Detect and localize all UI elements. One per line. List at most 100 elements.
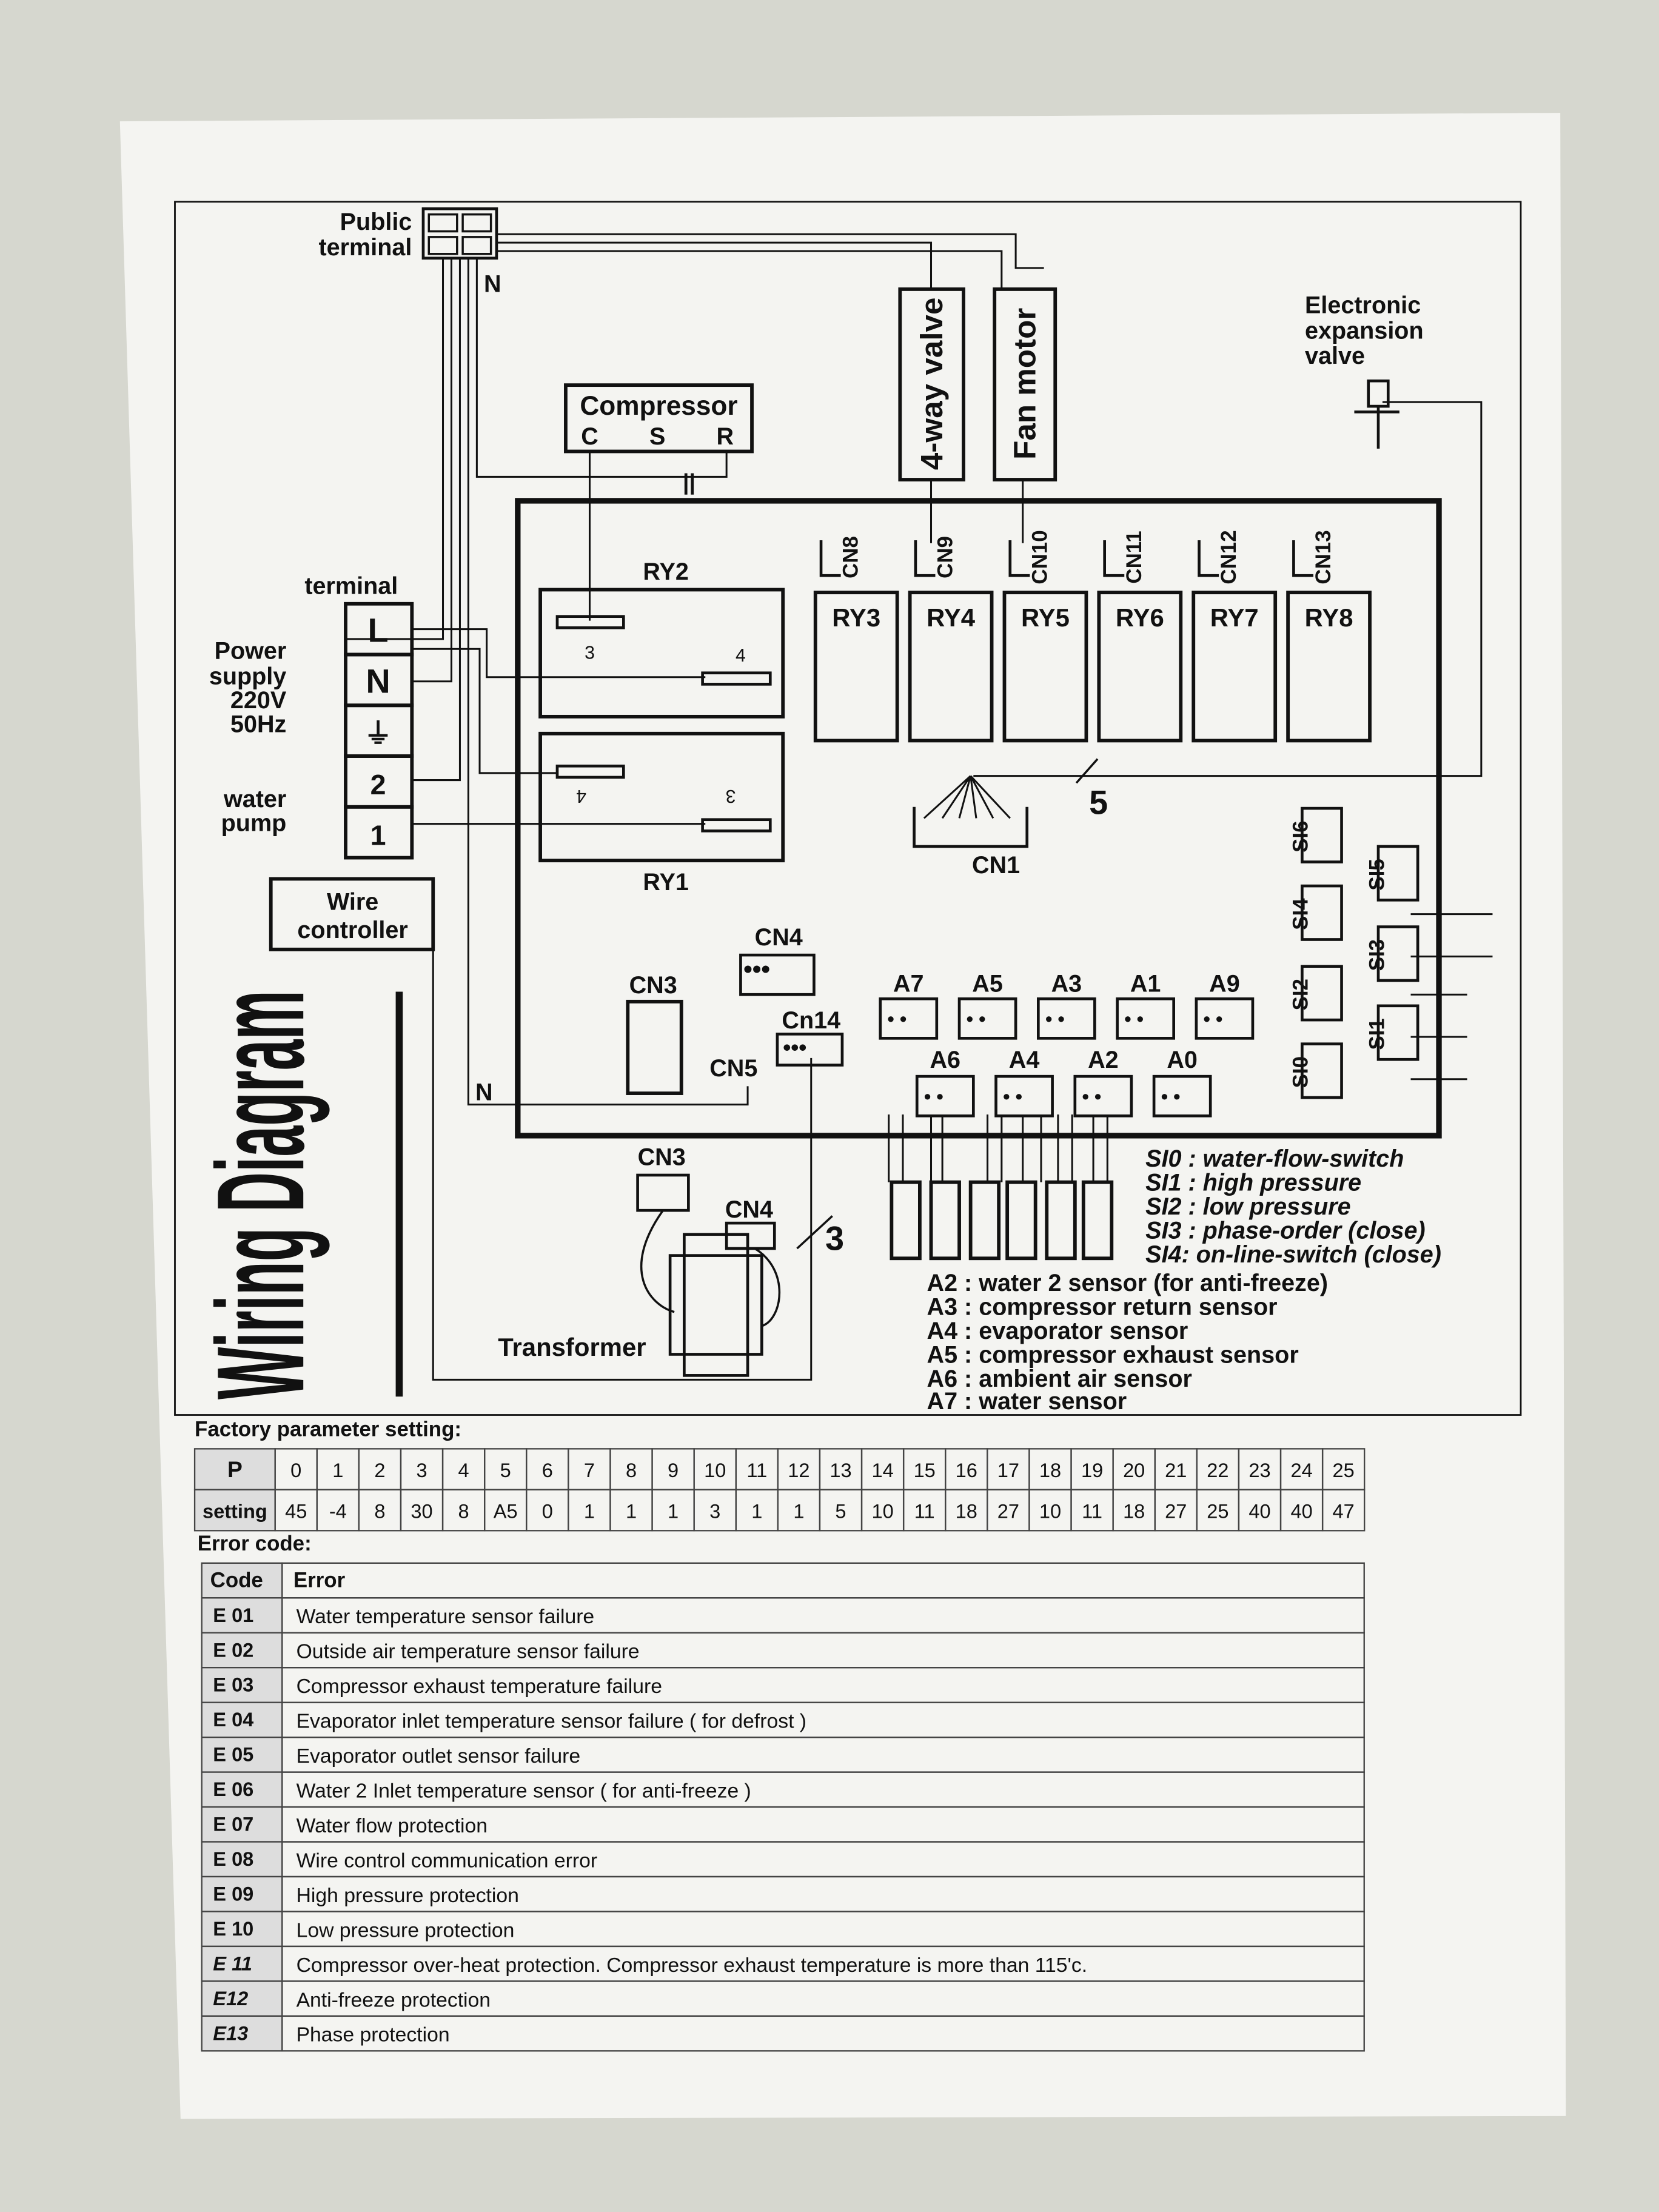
switch-label: SI5 <box>1365 859 1389 890</box>
svg-text:•••: ••• <box>783 1034 806 1060</box>
sensor-connector <box>1195 997 1255 1040</box>
error-code-cell <box>201 1701 283 1738</box>
param-setting-value: 47 <box>1333 1500 1355 1522</box>
terminal-cell-label: L <box>367 611 388 649</box>
switch-legend-si4: SI4: on-line-switch (close) <box>1145 1241 1441 1268</box>
param-index: 20 <box>1123 1460 1145 1481</box>
four-way-valve: 4-way valve <box>898 287 965 481</box>
power-supply-line-2: supply <box>209 663 286 689</box>
sensor-legend-a2: A2 : water 2 sensor (for anti-freeze) <box>927 1270 1328 1296</box>
sensor-connectors: • •A7• •A5• •A3• •A1• •A9• •A6• •A4• •A2… <box>879 971 1255 1118</box>
power-supply-line-4: 50Hz <box>230 711 286 737</box>
param-setting-value: 0 <box>542 1500 553 1522</box>
ry1-label: RY1 <box>643 869 688 896</box>
capacitor-icon: || <box>683 469 695 495</box>
error-code: E 08 <box>213 1848 253 1870</box>
param-index: 11 <box>746 1460 767 1481</box>
sensor-label: A0 <box>1167 1047 1198 1073</box>
cn4-label: CN4 <box>755 924 803 951</box>
error-code: E 06 <box>213 1778 253 1800</box>
diagram-border <box>174 201 1522 1416</box>
param-index: 5 <box>500 1460 511 1481</box>
cn-top-label: CN8 <box>839 536 863 578</box>
sensor-legend-a6: A6 : ambient air sensor <box>927 1366 1192 1392</box>
svg-text:• •: • • <box>1045 1008 1065 1030</box>
sensor-connector <box>1073 1074 1133 1118</box>
sensor-connector <box>957 997 1017 1040</box>
public-terminal-label-2: terminal <box>319 234 412 261</box>
ry2-label: RY2 <box>643 558 688 585</box>
sensor-label: A7 <box>893 971 924 997</box>
switch-label: SI6 <box>1289 820 1313 852</box>
error-description: Evaporator inlet temperature sensor fail… <box>297 1710 806 1733</box>
relay-box <box>813 591 899 743</box>
wire-controller: Wire controller <box>269 877 435 951</box>
param-index: 4 <box>458 1460 469 1481</box>
cn-top-bracket <box>819 540 841 577</box>
param-setting-value: 11 <box>914 1500 935 1522</box>
error-description: Phase protection <box>297 2023 450 2046</box>
sensor-legend-a5: A5 : compressor exhaust sensor <box>927 1341 1299 1368</box>
terminal-cell-label: ⏚ <box>364 718 392 749</box>
sensor-label: A4 <box>1009 1047 1040 1073</box>
compressor-pin-c: C <box>581 423 598 450</box>
param-index: 19 <box>1081 1460 1103 1481</box>
terminal-cell-label: 1 <box>370 820 386 851</box>
terminal-label: terminal <box>304 572 398 599</box>
switch-label: SI4 <box>1289 898 1313 930</box>
param-index: 1 <box>332 1460 343 1481</box>
param-index: 14 <box>871 1460 893 1481</box>
param-setting-value: 45 <box>285 1500 307 1522</box>
error-code: E 11 <box>213 1952 252 1974</box>
relay-label: RY4 <box>927 603 976 632</box>
param-setting-value: 18 <box>1123 1500 1145 1522</box>
sensor-legend-a4: A4 : evaporator sensor <box>927 1318 1188 1344</box>
public-terminal-label-1: Public <box>340 209 412 235</box>
param-index: 10 <box>704 1460 726 1481</box>
param-setting-value: 11 <box>1082 1500 1102 1522</box>
switch-label: SI3 <box>1365 939 1389 971</box>
error-description: Water 2 Inlet temperature sensor ( for a… <box>297 1779 751 1802</box>
cn1-label: CN1 <box>972 852 1020 879</box>
error-code-cell <box>201 1841 283 1878</box>
cn-top-bracket <box>1292 540 1313 577</box>
switch-label: SI0 <box>1289 1056 1313 1088</box>
error-code: E 02 <box>213 1639 253 1661</box>
switch-connector <box>1376 1004 1419 1061</box>
switch-connector <box>1301 965 1343 1022</box>
wire-controller-line-1: Wire <box>327 889 378 916</box>
compressor-label: Compressor <box>580 391 737 421</box>
param-index: 7 <box>584 1460 595 1481</box>
power-supply-line-1: Power <box>215 637 287 664</box>
neutral-label-2: N <box>475 1079 493 1106</box>
relay-ry2: RY2 3 4 <box>538 558 785 719</box>
switch-connector <box>1301 1042 1343 1099</box>
param-setting-value: 10 <box>871 1500 893 1522</box>
error-code-cell <box>201 1980 283 2017</box>
cn-top-label: CN9 <box>933 536 957 578</box>
param-row-label: setting <box>203 1500 267 1522</box>
switch-legend-si3: SI3 : phase-order (close) <box>1145 1218 1426 1244</box>
svg-text:• •: • • <box>1124 1008 1144 1030</box>
error-code-cell <box>201 1562 283 1599</box>
compressor-pin-s: S <box>649 423 665 450</box>
expansion-valve-icon <box>1354 379 1399 449</box>
sensor-label: A9 <box>1209 971 1240 997</box>
error-code: E 09 <box>213 1883 253 1905</box>
param-index: 6 <box>542 1460 553 1481</box>
switch-connector <box>1376 845 1419 902</box>
relay-label: RY3 <box>832 603 880 632</box>
paper <box>119 113 1566 2119</box>
svg-text:• •: • • <box>1003 1085 1022 1107</box>
sensor-label: A1 <box>1130 971 1161 997</box>
error-code: E 07 <box>213 1814 253 1835</box>
fan-motor: Fan motor <box>993 287 1057 481</box>
error-description: Wire control communication error <box>297 1849 598 1872</box>
relay-label: RY7 <box>1210 603 1259 632</box>
ry2-pin-3: 3 <box>585 643 595 663</box>
switch-legend-si0: SI0 : water-flow-switch <box>1145 1145 1404 1172</box>
sensor-connector <box>1037 997 1096 1040</box>
